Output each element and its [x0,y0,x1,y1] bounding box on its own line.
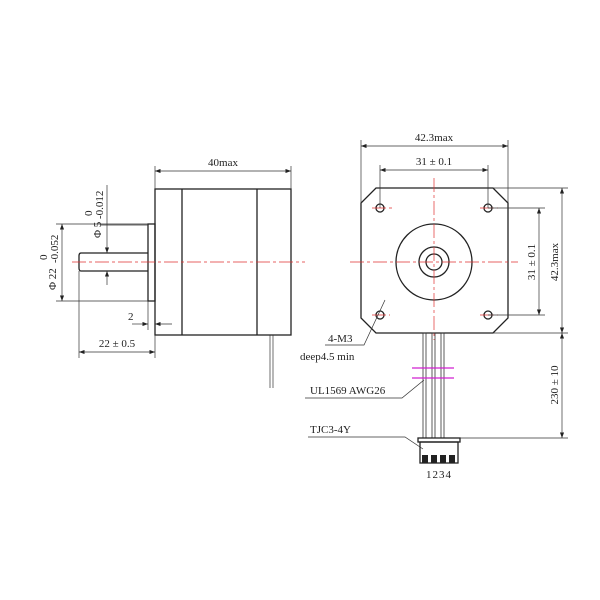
pin-numbers: 1234 [426,469,452,481]
wire-length-label: 230 ± 10 [549,365,561,405]
hole-note-2: deep4.5 min [300,351,355,363]
connector [417,437,461,464]
width-label: 42.3max [415,132,454,144]
shaft-diameter-label: Φ 5 [92,221,104,238]
flange-diameter-label: Φ 22 [47,268,59,290]
svg-text:0: 0 [38,254,50,260]
connector-label: TJC3-4Y [310,424,351,436]
svg-text:0: 0 [83,210,95,216]
height-label: 42.3max [549,242,561,281]
front-view: 42.3max 31 ± 0.1 31 ± 0.1 42.3max 230 ± … [300,132,568,481]
hole-spacing-v-label: 31 ± 0.1 [526,244,538,280]
shaft-length-label: 22 ± 0.5 [99,338,136,350]
connector-leader [308,436,424,450]
side-view: 40max Φ 22 0 -0.052 Φ 5 0 -0.012 2 22 ± … [38,157,305,388]
hole-spacing-h-label: 31 ± 0.1 [416,156,452,168]
length-label: 40max [208,157,238,169]
flange-thickness-label: 2 [128,311,134,323]
lead-wires [412,332,454,439]
hole-note-leader [325,299,386,346]
svg-text:-0.012: -0.012 [94,191,106,219]
flange [147,223,156,302]
wire-leader [305,379,425,399]
wire-label: UL1569 AWG26 [310,385,386,397]
svg-text:-0.052: -0.052 [49,235,61,263]
hole-note-1: 4-M3 [328,333,353,345]
